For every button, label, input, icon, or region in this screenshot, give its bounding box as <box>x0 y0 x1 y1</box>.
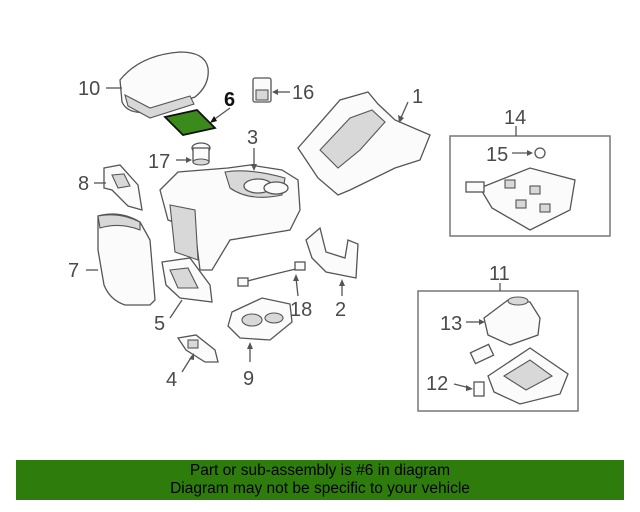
part-4-clip[interactable] <box>176 334 219 363</box>
banner-line-2: Diagram may not be specific to your vehi… <box>170 480 470 497</box>
callout-8: 8 <box>78 173 89 195</box>
callout-3: 3 <box>247 127 258 149</box>
part-14-shift-indicator[interactable] <box>465 167 576 231</box>
callout-7: 7 <box>68 260 79 282</box>
callout-17: 17 <box>148 151 170 173</box>
part-12-clip[interactable] <box>473 381 485 397</box>
callout-13: 13 <box>440 313 462 335</box>
part-10-armrest-lid[interactable] <box>119 51 209 119</box>
part-1-console-base[interactable] <box>297 91 431 196</box>
part-6-console-mat[interactable] <box>163 109 217 136</box>
callout-6: 6 <box>224 89 235 111</box>
callout-18: 18 <box>290 299 312 321</box>
part-16-power-socket[interactable] <box>252 77 272 103</box>
part-7-side-panel[interactable] <box>97 213 156 306</box>
callout-15: 15 <box>486 144 508 166</box>
callout-4: 4 <box>166 369 177 391</box>
callout-14: 14 <box>504 107 526 129</box>
banner-line-1: Part or sub-assembly is #6 in diagram <box>189 462 451 479</box>
callout-5: 5 <box>154 313 165 335</box>
callout-16: 16 <box>292 82 314 104</box>
callout-10: 10 <box>78 78 100 100</box>
info-banner: Part or sub-assembly is #6 in diagram Di… <box>16 460 624 500</box>
part-9-cup-holder[interactable] <box>227 297 293 341</box>
part-13-shift-boot[interactable] <box>483 296 541 346</box>
part-15-knob[interactable] <box>534 147 546 159</box>
callout-9: 9 <box>243 368 254 390</box>
part-2-rear-bracket[interactable] <box>305 226 359 279</box>
callout-11: 11 <box>489 263 510 285</box>
callout-1: 1 <box>412 86 423 108</box>
part-17-plug[interactable] <box>191 142 211 166</box>
callout-12: 12 <box>426 373 448 395</box>
callout-2: 2 <box>335 299 346 321</box>
part-5-bracket[interactable] <box>161 257 213 303</box>
part-18-wire-harness[interactable] <box>237 261 306 287</box>
part-8-bracket[interactable] <box>103 164 143 211</box>
part-11-shift-bezel[interactable] <box>469 343 569 405</box>
part-3-console-box[interactable] <box>159 164 301 271</box>
